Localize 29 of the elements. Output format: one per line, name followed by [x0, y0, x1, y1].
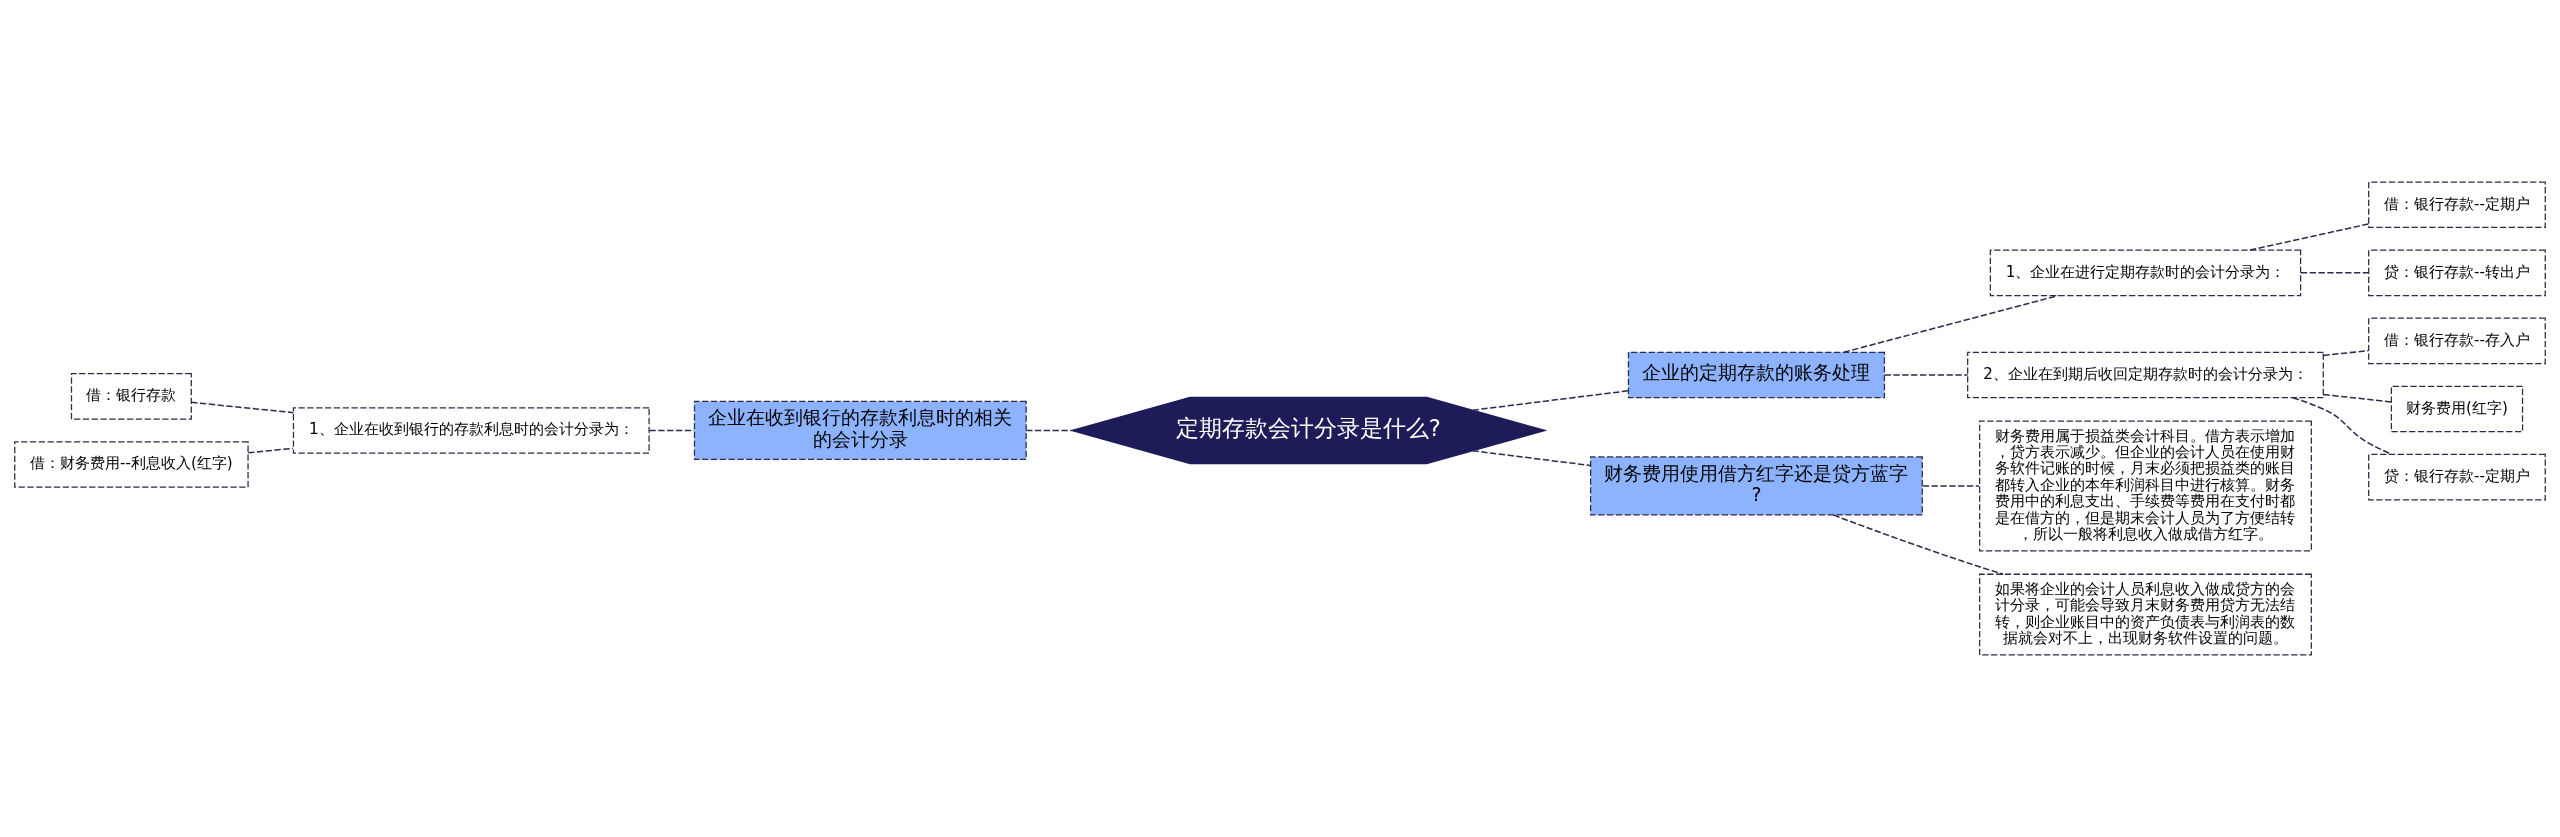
node-box: 贷：银行存款--转出户 — [2368, 249, 2546, 297]
connector — [190, 401, 295, 414]
connector — [2322, 393, 2393, 403]
connector — [1471, 390, 1630, 411]
connector — [247, 447, 294, 454]
connector — [1025, 429, 1073, 432]
node-box: 财务费用(红字) — [2390, 385, 2524, 433]
node-box: 贷：银行存款--定期户 — [2368, 453, 2546, 501]
node-box: 企业的定期存款的账务处理 — [1627, 351, 1886, 399]
connector — [1922, 485, 1980, 487]
node-box: 借：财务费用--利息收入(红字) — [14, 441, 249, 488]
node-box: 财务费用属于损益类会计科目。借方表示增加，贷方表示减少。但企业的会计人员在使用财务软件记账的时候，月末必须把损益类的账目都转入企业的本年利润科目中进行核算。财务费用中的利息支出、手续费等费用在支付时都是在借方的，但是期末会计人员为了方便结转，所以一般将利息收入做成借方红字。 — [1979, 420, 2312, 552]
node-box: 借：银行存款--定期户 — [2368, 181, 2546, 229]
connector — [2300, 272, 2370, 274]
connector — [1843, 294, 2059, 353]
node-box: 1、企业在收到银行的存款利息时的会计分录为： — [292, 407, 650, 454]
node-box: 借：银行存款--存入户 — [2368, 317, 2546, 365]
node-box: 1、企业在进行定期存款时的会计分录为： — [1989, 249, 2302, 297]
connector — [1832, 514, 2004, 575]
node-box: 借：银行存款 — [70, 373, 192, 420]
node-box: 如果将企业的会计人员利息收入做成贷方的会计分录，可能会导致月末财务费用贷方无法结转，则企业账目中的资产负债表与利润表的数据就会对不上，出现财务软件设置的问题。 — [1979, 573, 2312, 656]
node-box: 财务费用使用借方红字还是贷方蓝字? — [1589, 456, 1923, 516]
connector — [2249, 223, 2370, 251]
connector — [1471, 450, 1592, 467]
connector — [2292, 396, 2393, 456]
connector — [2322, 349, 2370, 357]
node-box: 2、企业在到期后收回定期存款时的会计分录为： — [1967, 351, 2324, 399]
node-box: 企业在收到银行的存款利息时的相关的会计分录 — [693, 400, 1027, 461]
connector — [1884, 374, 1969, 376]
